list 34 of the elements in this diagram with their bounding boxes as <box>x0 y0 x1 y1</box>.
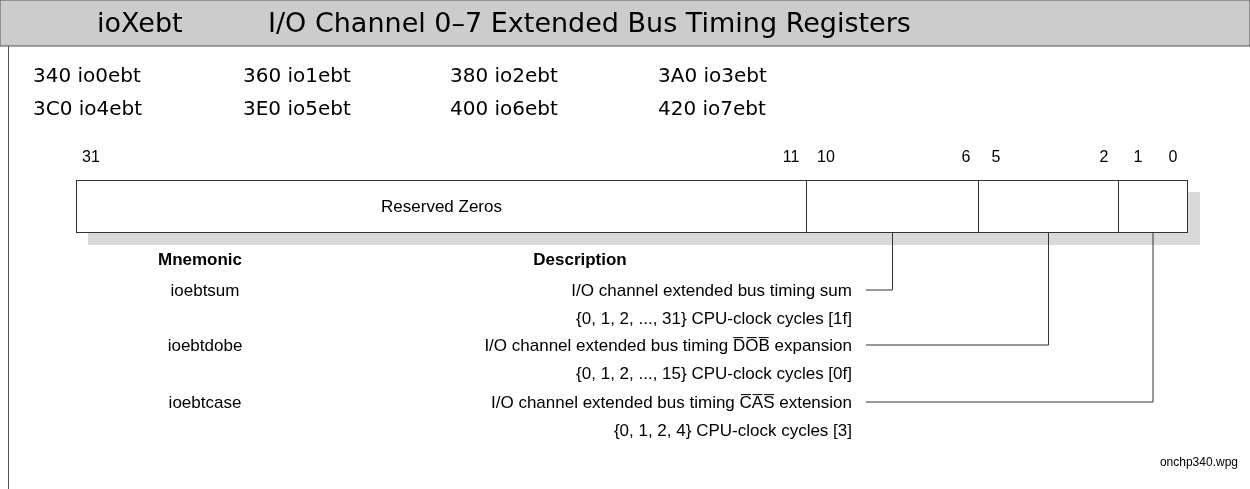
bit-number: 10 <box>817 148 835 166</box>
address-label: 360 io1ebt <box>243 63 351 87</box>
mnemonic: ioebtsum <box>170 281 240 301</box>
column-heading: Mnemonic <box>157 250 243 270</box>
column-heading: Description <box>533 250 627 270</box>
register-field-box <box>806 180 979 233</box>
address-label: 3C0 io4ebt <box>33 96 143 120</box>
leader-line <box>865 232 1154 403</box>
register-field-box <box>1118 180 1188 233</box>
bit-number: 31 <box>82 148 100 166</box>
register-field-box <box>978 180 1119 233</box>
address-label: 420 io7ebt <box>658 96 766 120</box>
field-description: I/O channel extended bus timing C̅A̅S̅ extension {0, 1, 2, 4} CPU-clock cycles [3] <box>300 389 852 445</box>
mnemonic: ioebtcase <box>168 393 242 413</box>
file-name: onchp340.wpg <box>1159 455 1238 469</box>
bit-number: 2 <box>1099 148 1109 166</box>
bit-number: 1 <box>1133 148 1143 166</box>
register-name: ioXebt <box>97 7 183 38</box>
field-description: I/O channel extended bus timing sum {0, 1, 2, ..., 31} CPU-clock cycles [1f] <box>300 277 852 333</box>
bit-number: 6 <box>961 148 971 166</box>
title: I/O Channel 0–7 Extended Bus Timing Registers <box>268 7 911 38</box>
address-label: 3E0 io5ebt <box>243 96 351 120</box>
field-description: I/O channel extended bus timing D̅O̅B̅ expansion {0, 1, 2, ..., 15} CPU-clock cycles [0f] <box>300 332 852 388</box>
address-label: 400 io6ebt <box>450 96 558 120</box>
address-label: 3A0 io3ebt <box>658 63 767 87</box>
address-label: 380 io2ebt <box>450 63 558 87</box>
leader-line <box>865 232 1049 346</box>
leader-line <box>865 232 893 291</box>
bit-number: 5 <box>991 148 1001 166</box>
bit-number: 0 <box>1168 148 1178 166</box>
register-field: Reserved Zeros <box>76 180 807 233</box>
address-label: 340 io0ebt <box>33 63 141 87</box>
bit-number: 11 <box>782 148 800 166</box>
mnemonic: ioebtdobe <box>167 336 243 356</box>
